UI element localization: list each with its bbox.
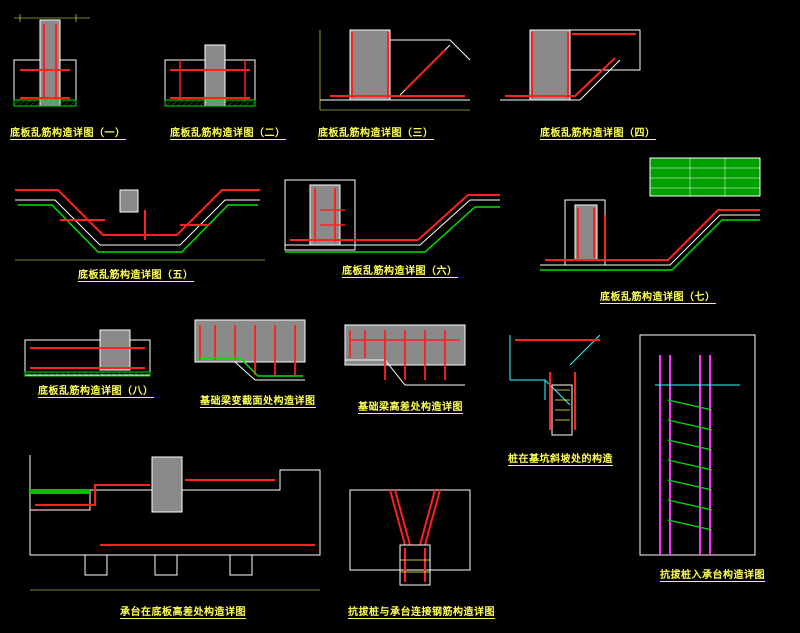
detail-13[interactable] (349, 489, 471, 586)
detail-5[interactable] (15, 189, 265, 261)
caption-detail-13: 抗拔桩与承台连接钢筋构造详图 (348, 603, 495, 619)
caption-detail-12: 承台在底板高差处构造详图 (120, 603, 246, 619)
caption-detail-6: 底板乱筋构造详图（六） (342, 262, 458, 278)
detail-11[interactable] (509, 334, 601, 436)
detail-1[interactable] (13, 14, 90, 107)
detail-4[interactable] (500, 29, 641, 101)
caption-detail-8: 底板乱筋构造详图（八） (38, 382, 154, 398)
detail-8[interactable] (24, 329, 151, 377)
caption-detail-1: 底板乱筋构造详图（一） (10, 124, 126, 140)
caption-detail-3: 底板乱筋构造详图（三） (318, 124, 434, 140)
detail-9[interactable] (194, 319, 306, 381)
caption-detail-2: 底板乱筋构造详图（二） (170, 124, 286, 140)
caption-detail-11: 桩在基坑斜坡处的构造 (508, 450, 613, 466)
detail-10[interactable] (344, 324, 466, 386)
detail-12[interactable] (29, 455, 321, 591)
caption-detail-5: 底板乱筋构造详图（五） (78, 266, 194, 282)
detail-14[interactable] (639, 334, 756, 556)
detail-7[interactable] (540, 157, 761, 271)
detail-2[interactable] (164, 44, 256, 107)
detail-6[interactable] (284, 179, 500, 253)
caption-detail-9: 基础梁变截面处构造详图 (200, 392, 316, 408)
caption-detail-4: 底板乱筋构造详图（四） (540, 124, 656, 140)
caption-detail-14: 抗拔桩入承台构造详图 (660, 566, 765, 582)
caption-detail-10: 基础梁高差处构造详图 (358, 398, 463, 414)
caption-detail-7: 底板乱筋构造详图（七） (600, 288, 716, 304)
detail-3[interactable] (319, 29, 471, 111)
